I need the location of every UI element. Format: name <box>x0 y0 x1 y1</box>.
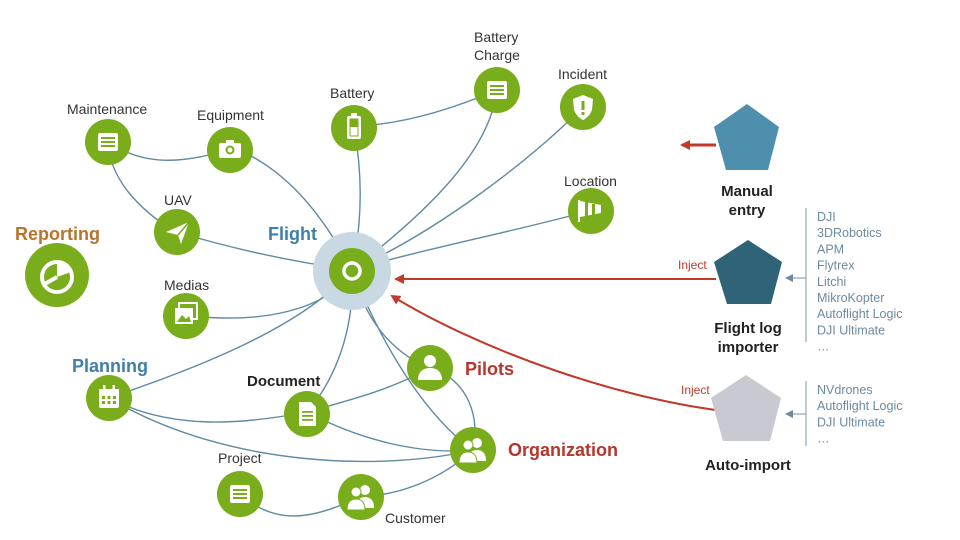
source-list-item: Autoflight Logic <box>817 399 902 413</box>
ring-icon <box>342 261 362 281</box>
maintenance-label: Maintenance <box>67 101 147 117</box>
pie-chart-icon <box>40 260 74 294</box>
auto-import-bracket <box>785 381 807 446</box>
gallery-icon <box>175 302 198 324</box>
inject-arrows: Inject Inject <box>390 140 733 413</box>
battery-charge-node[interactable] <box>474 67 520 113</box>
flight-node[interactable] <box>313 232 391 310</box>
customer-node[interactable] <box>338 474 384 520</box>
warning-shield-icon <box>573 95 593 120</box>
auto-import-pentagon <box>711 375 781 441</box>
source-list-item: MikroKopter <box>817 291 884 305</box>
battery-charge-label-line2: Charge <box>474 47 520 63</box>
source-list-item: Litchi <box>817 275 846 289</box>
document-node[interactable] <box>284 391 330 437</box>
source-list-item: … <box>817 432 830 446</box>
list-icon <box>98 133 118 151</box>
paper-plane-icon <box>166 221 190 244</box>
manual-entry-label-line2: entry <box>729 202 766 219</box>
flight-log-importer-pentagon <box>714 240 782 304</box>
source-list-item: Autoflight Logic <box>817 307 902 321</box>
project-node[interactable] <box>217 471 263 517</box>
list-icon <box>230 485 250 503</box>
flight-log-importer-source[interactable] <box>714 240 782 304</box>
flight-log-importer-label-line2: importer <box>718 339 779 356</box>
calendar-icon <box>99 385 119 408</box>
log-importer-bracket <box>785 208 807 342</box>
equipment-node[interactable] <box>207 127 253 173</box>
battery-label: Battery <box>330 85 374 101</box>
project-label: Project <box>218 450 262 466</box>
source-list-item: Flytrex <box>817 259 855 273</box>
flight-circle <box>329 248 375 294</box>
manual-entry-pentagon <box>714 104 779 170</box>
planning-label: Planning <box>72 356 148 376</box>
uav-node[interactable] <box>154 209 200 255</box>
location-node[interactable] <box>568 188 614 234</box>
manual-entry-label-line1: Manual <box>721 183 773 200</box>
organization-label: Organization <box>508 440 618 460</box>
edge-planning-document <box>108 397 308 423</box>
uav-label: UAV <box>164 192 192 208</box>
location-label: Location <box>564 173 617 189</box>
auto-import-label: Auto-import <box>705 457 791 474</box>
battery-node[interactable] <box>331 105 377 151</box>
customer-label: Customer <box>385 510 446 526</box>
source-list-item: APM <box>817 242 844 256</box>
flight-log-importer-label-line1: Flight log <box>714 320 781 337</box>
windsock-icon <box>578 200 601 222</box>
organization-node[interactable] <box>450 427 496 473</box>
users-icon <box>458 438 486 464</box>
list-icon <box>487 81 507 99</box>
medias-label: Medias <box>164 277 209 293</box>
users-icon <box>346 485 374 511</box>
pilots-node[interactable] <box>407 345 453 391</box>
auto-import-arrow <box>390 294 733 413</box>
user-icon <box>418 355 442 380</box>
source-list-item: NVdrones <box>817 383 873 397</box>
equipment-label: Equipment <box>197 107 264 123</box>
source-list-item: DJI Ultimate <box>817 415 885 429</box>
document-label: Document <box>247 373 320 390</box>
source-list-item: DJI <box>817 210 836 224</box>
auto-import-source[interactable] <box>711 375 781 441</box>
log-importer-inject-label: Inject <box>678 258 707 272</box>
source-list-item: 3DRobotics <box>817 226 882 240</box>
edge-planning-organization <box>108 397 474 463</box>
camera-icon <box>219 140 241 158</box>
battery-charge-label-line1: Battery <box>474 29 518 45</box>
source-list-item: … <box>817 340 830 354</box>
pilots-label: Pilots <box>465 359 514 379</box>
edge-flight-incident <box>351 108 582 271</box>
flight-label: Flight <box>268 224 317 244</box>
reporting-node[interactable] <box>25 243 89 307</box>
medias-node[interactable] <box>163 293 209 339</box>
battery-icon <box>347 113 361 139</box>
planning-node[interactable] <box>86 375 132 421</box>
document-icon <box>299 402 316 426</box>
auto-import-inject-label: Inject <box>681 383 710 397</box>
incident-node[interactable] <box>560 84 606 130</box>
edge-document-organization <box>306 411 474 452</box>
source-list-item: DJI Ultimate <box>817 323 885 337</box>
manual-entry-source[interactable] <box>714 104 779 170</box>
reporting-label: Reporting <box>15 224 100 244</box>
incident-label: Incident <box>558 66 607 82</box>
maintenance-node[interactable] <box>85 119 131 165</box>
